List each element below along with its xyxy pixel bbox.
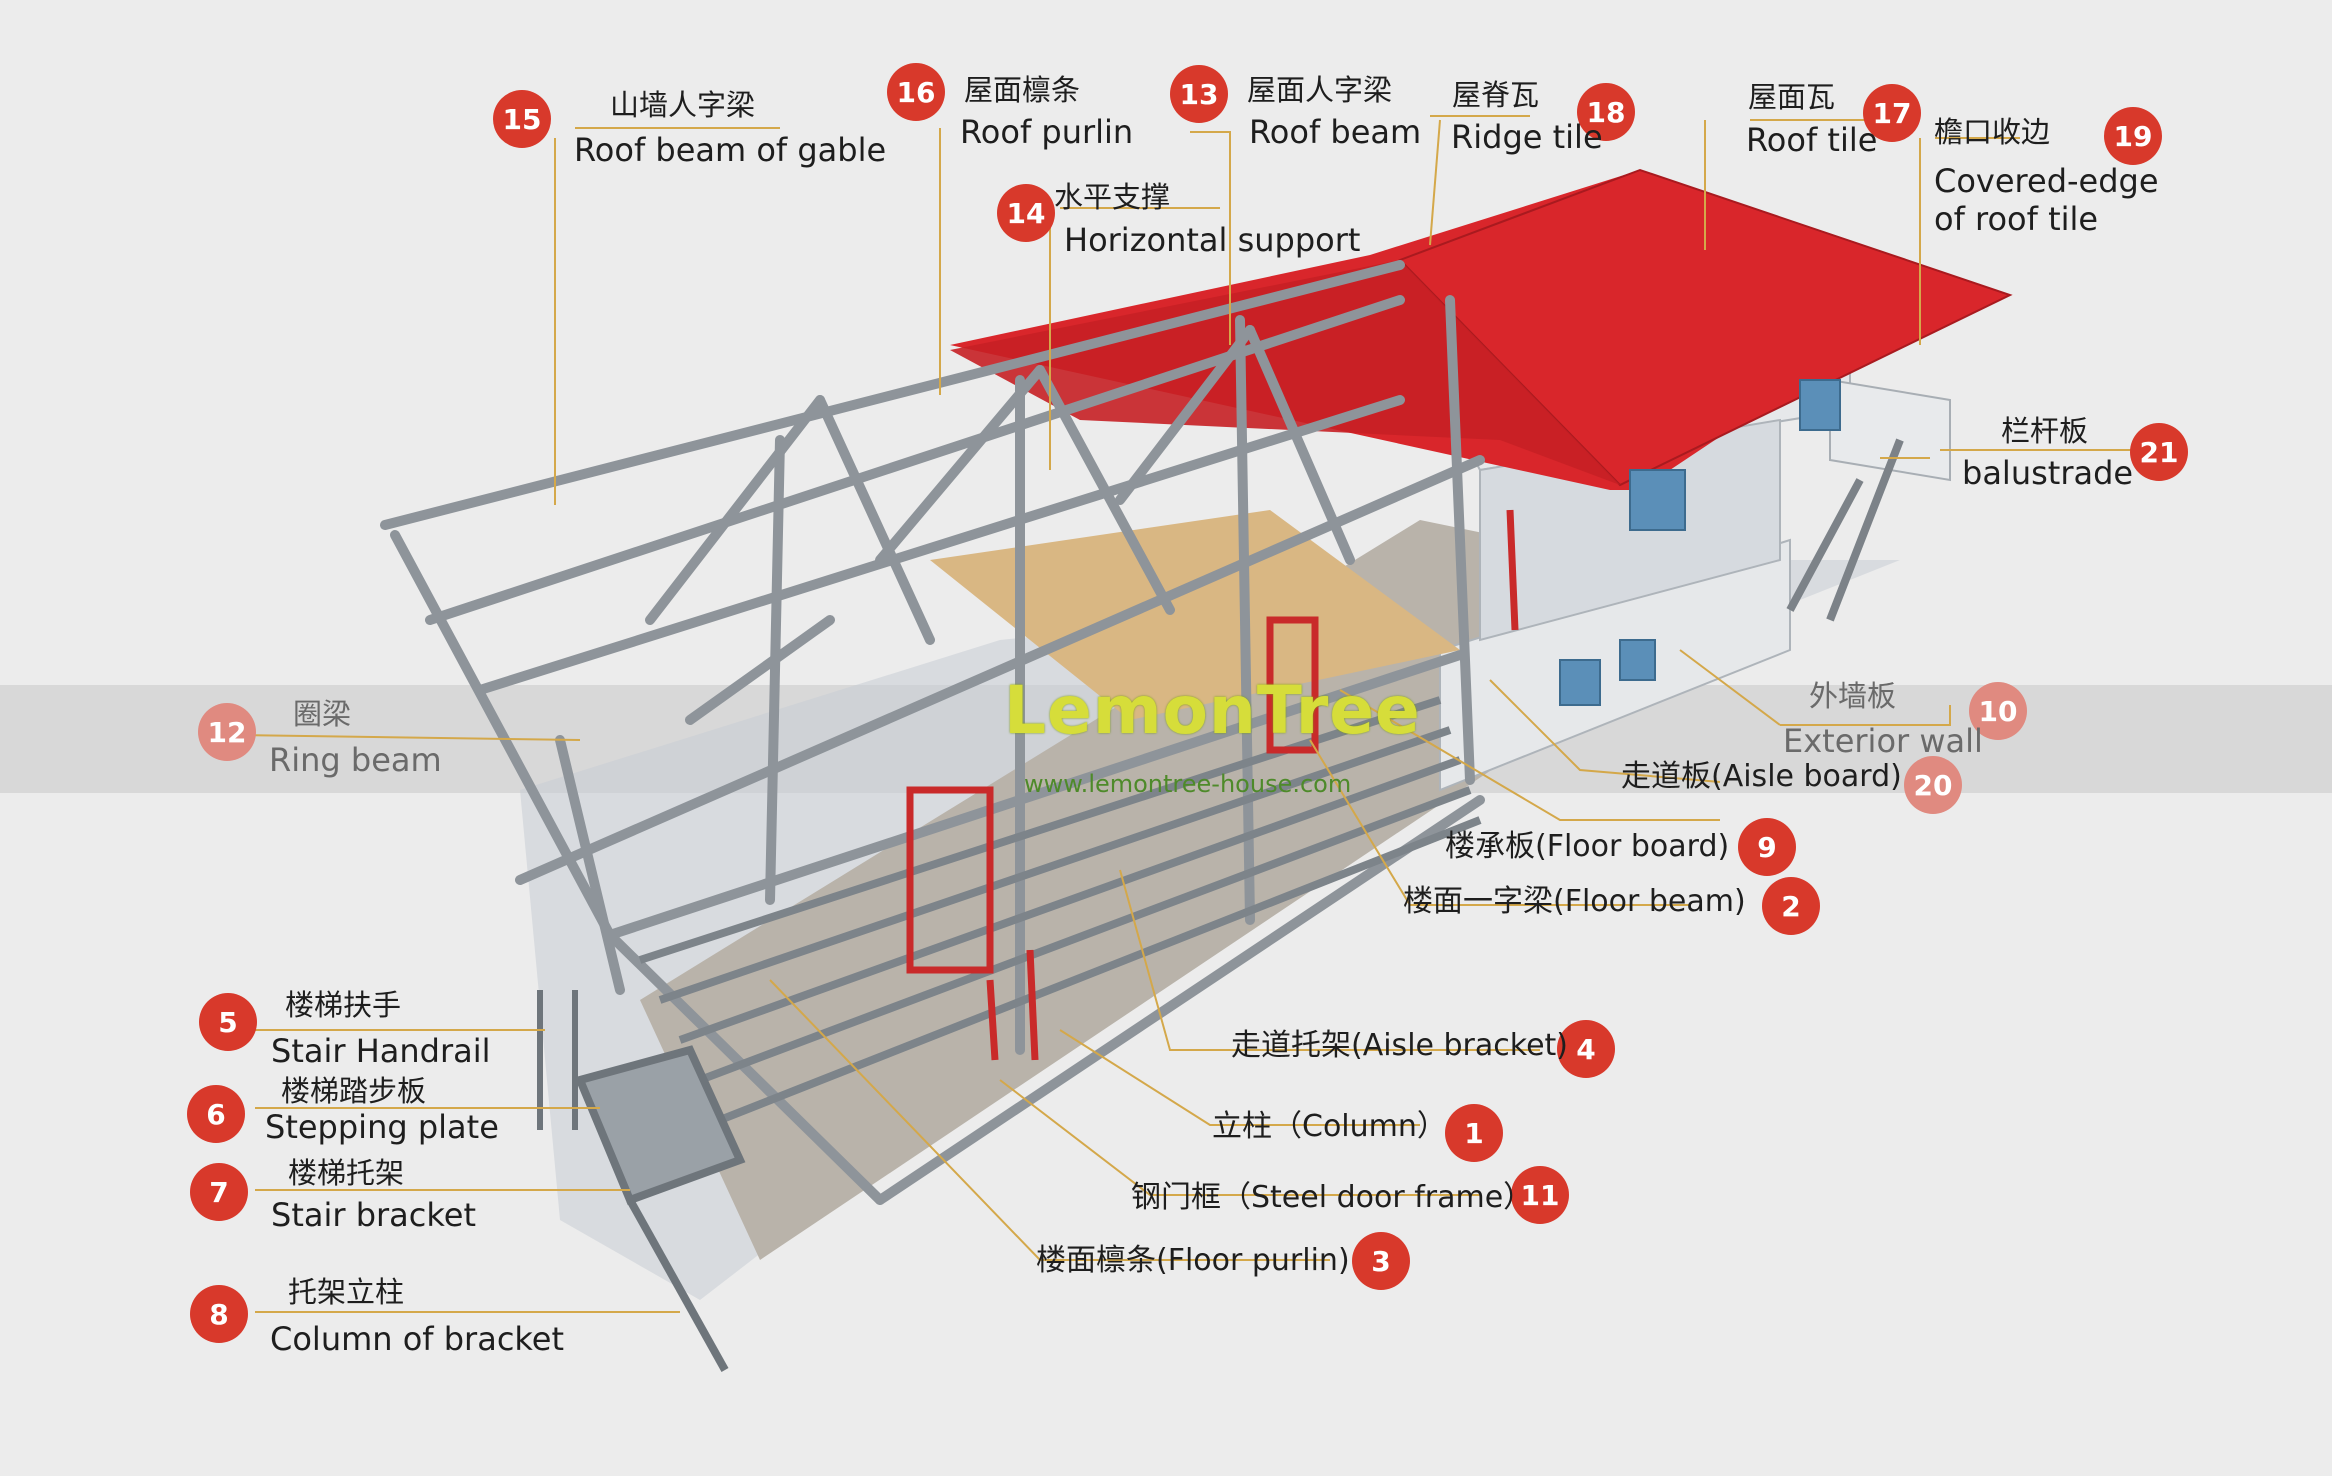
label-11: 钢门框（Steel door frame） (1131, 1180, 1534, 1215)
badge-16: 16 (887, 63, 945, 121)
badge-15: 15 (493, 90, 551, 148)
label-16-zh: 屋面檩条 (964, 73, 1081, 107)
label-5-zh: 楼梯扶手 (285, 988, 402, 1022)
label-18-en: Ridge tile (1451, 118, 1603, 156)
label-19-zh: 檐口收边 (1934, 115, 2051, 149)
balustrade-panel (1829, 378, 1951, 482)
badge-14: 14 (997, 184, 1055, 242)
badge-17: 17 (1863, 84, 1921, 142)
label-2: 楼面一字梁(Floor beam) (1403, 884, 1746, 919)
badge-2: 2 (1762, 877, 1820, 935)
balustrade-post (1826, 438, 1904, 622)
badge-21: 21 (2130, 423, 2188, 481)
leader-lines (234, 115, 2140, 1313)
label-21-en: balustrade (1962, 454, 2134, 492)
label-9: 楼承板(Floor board) (1445, 829, 1730, 864)
badge-3: 3 (1352, 1232, 1410, 1290)
windows (1559, 379, 1841, 706)
floor-purlins (638, 696, 1482, 1124)
badge-10: 10 (1969, 682, 2027, 740)
label-17-en: Roof tile (1746, 121, 1878, 159)
label-4: 走道托架(Aisle bracket) (1231, 1028, 1569, 1063)
label-17-zh: 屋面瓦 (1748, 80, 1836, 114)
label-1: 立柱（Column） (1212, 1109, 1447, 1144)
badge-7: 7 (190, 1163, 248, 1221)
label-10-zh: 外墙板 (1809, 679, 1897, 713)
label-7-en: Stair bracket (271, 1196, 476, 1234)
wood-floor-deck (930, 510, 1460, 720)
label-10-en: Exterior wall (1783, 722, 1983, 760)
label-15-zh: 山墙人字梁 (610, 88, 756, 122)
badge-8: 8 (190, 1285, 248, 1343)
label-21-zh: 栏杆板 (2001, 414, 2089, 448)
badge-9: 9 (1738, 818, 1796, 876)
label-19-en: Covered-edge of roof tile (1934, 162, 2159, 238)
label-12-zh: 圈梁 (293, 697, 352, 731)
label-13-en: Roof beam (1249, 113, 1422, 151)
badge-18: 18 (1577, 83, 1635, 141)
badge-12: 12 (198, 703, 256, 761)
brand-url: www.lemontree-house.com (1024, 770, 1352, 798)
badge-4: 4 (1557, 1020, 1615, 1078)
label-20: 走道板(Aisle board) (1621, 759, 1902, 794)
label-7-zh: 楼梯托架 (288, 1156, 405, 1190)
label-12-en: Ring beam (269, 741, 442, 779)
stair (537, 990, 746, 1372)
label-5-en: Stair Handrail (271, 1032, 491, 1070)
badge-19: 19 (2104, 107, 2162, 165)
label-8-en: Column of bracket (270, 1320, 565, 1358)
badge-1: 1 (1445, 1104, 1503, 1162)
label-3: 楼面檩条(Floor purlin) (1036, 1243, 1350, 1278)
label-13-zh: 屋面人字梁 (1247, 73, 1393, 107)
badge-6: 6 (187, 1085, 245, 1143)
brand-logo: LemonTree (1004, 672, 1421, 749)
balustrade-post (1786, 478, 1864, 612)
label-18-zh: 屋脊瓦 (1452, 78, 1540, 112)
badge-20: 20 (1904, 756, 1962, 814)
label-14-en: Horizontal support (1064, 221, 1361, 259)
badge-5: 5 (199, 993, 257, 1051)
steel-door-frames (906, 509, 1519, 1061)
badge-11: 11 (1511, 1166, 1569, 1224)
label-14-zh: 水平支撑 (1054, 180, 1171, 214)
label-6-zh: 楼梯踏步板 (281, 1074, 427, 1108)
label-6-en: Stepping plate (265, 1108, 499, 1146)
label-16-en: Roof purlin (960, 113, 1134, 151)
badge-13: 13 (1170, 65, 1228, 123)
label-8-zh: 托架立柱 (288, 1275, 405, 1309)
label-15-en: Roof beam of gable (574, 131, 887, 169)
